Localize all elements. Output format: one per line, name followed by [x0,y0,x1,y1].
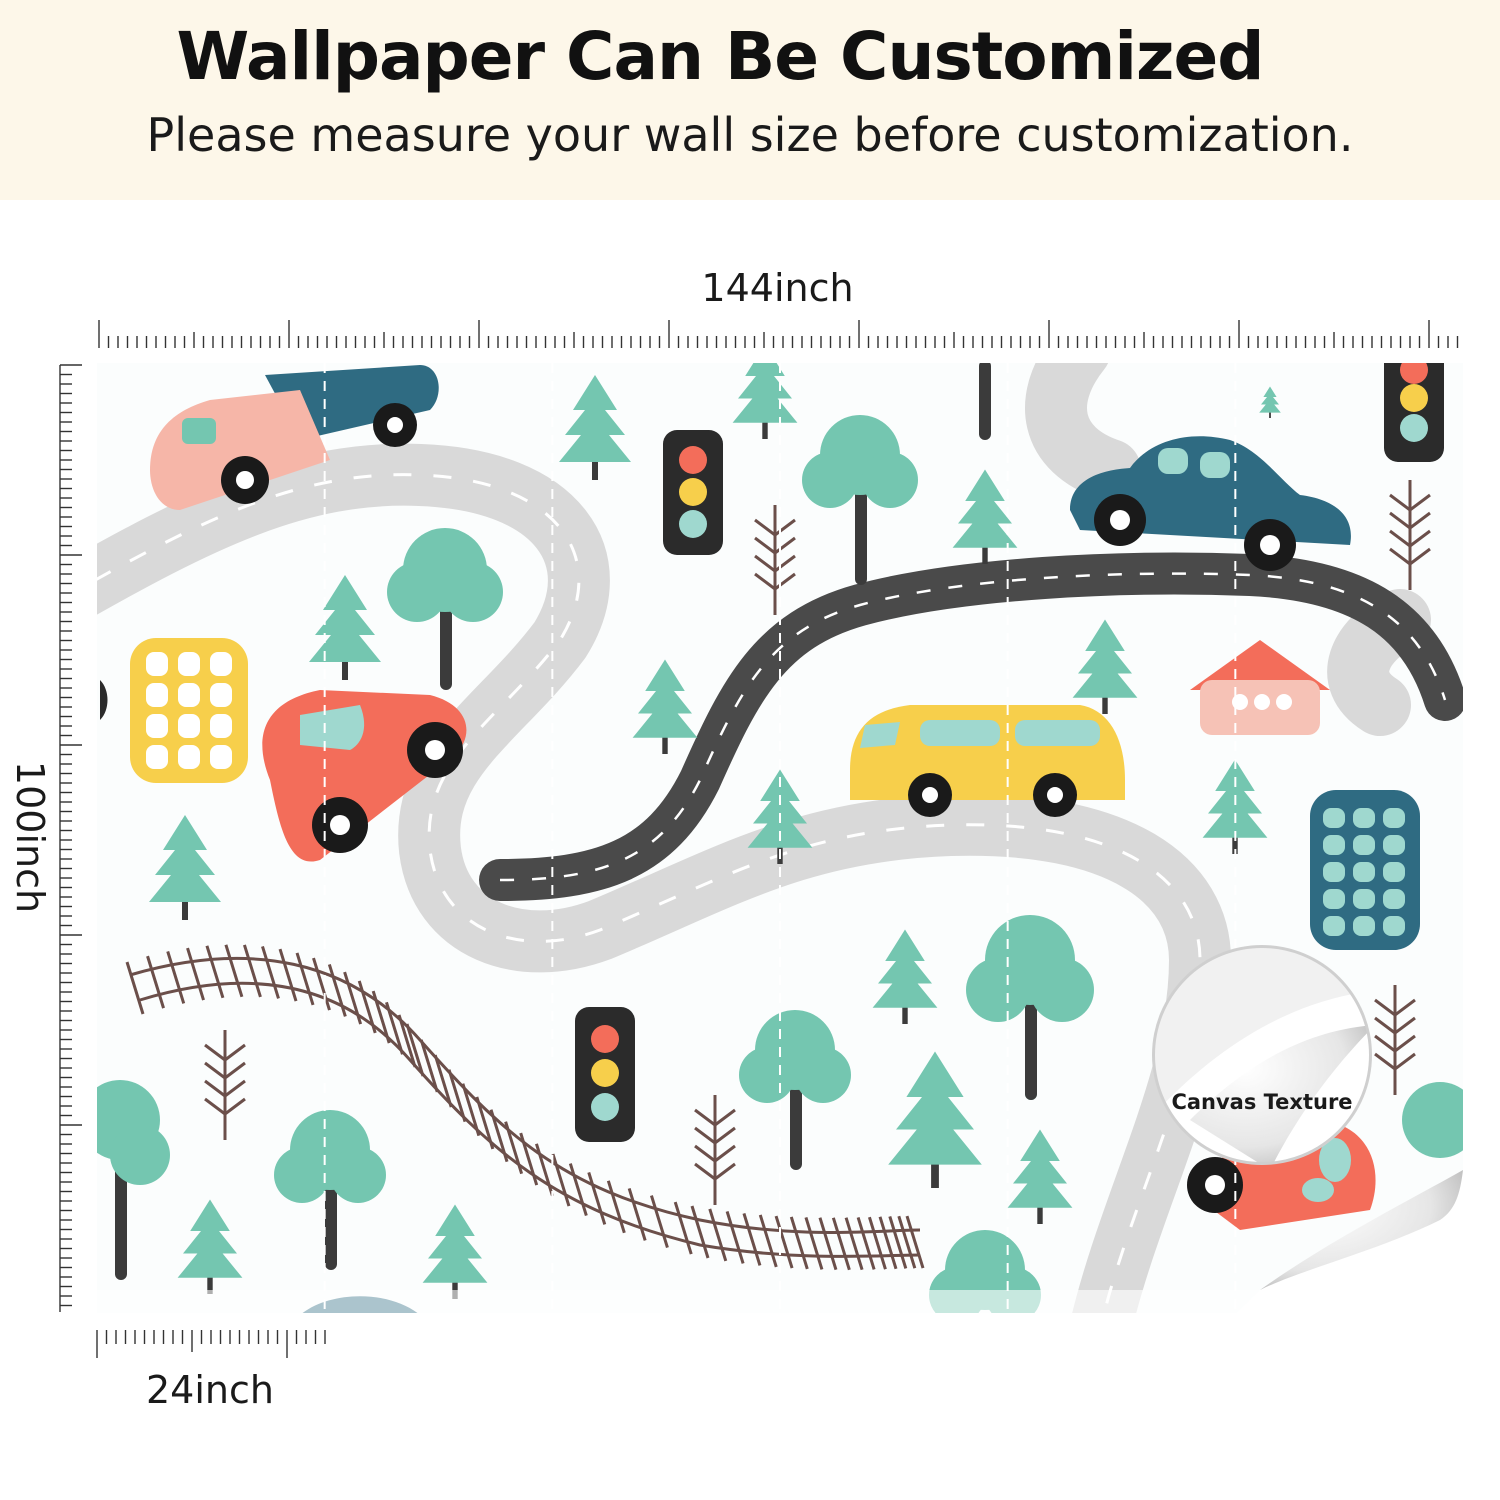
top-ruler [98,320,1459,348]
page-title: Wallpaper Can Be Customized [176,18,1265,95]
pine-tree-icon [632,659,698,754]
peel-corner-icon [1235,1170,1463,1315]
header-banner [0,0,1500,200]
bare-trees [204,480,1431,1205]
panel-width-label: 24inch [146,1368,274,1412]
bare-tree-icon [694,1095,736,1205]
pine-tree-icon [1007,1129,1073,1224]
pine-tree-icon [422,1204,488,1299]
pine-tree-icon [952,469,1018,564]
pine-tree-icon [149,815,221,920]
panel-seams [323,363,1237,1313]
bottom-ruler [96,1330,326,1358]
dark-road-dashes [499,572,1447,882]
cars [100,365,1376,1313]
railway [125,944,925,1271]
width-dimension-label: 144inch [701,266,854,310]
mural-area [97,363,1463,1313]
bare-tree-icon [1374,985,1416,1095]
pine-tree-icon [732,363,798,439]
height-dimension-label: 100inch [8,760,52,914]
pine-trees [149,363,1281,1299]
page-subtitle: Please measure your wall size before cus… [146,108,1354,162]
red-car [262,690,467,862]
bare-tree-icon [204,1030,246,1140]
pine-tree-icon [177,1199,243,1294]
light-road-dashes [97,473,1202,1313]
canvas-texture-label: Canvas Texture [1171,1090,1353,1114]
yellow-bus [850,705,1125,817]
buildings [130,638,1420,950]
pink-truck [150,365,439,510]
bare-tree-icon [754,505,796,615]
left-ruler [59,364,82,1312]
pine-tree-icon [309,575,381,680]
traffic-lights [575,363,1444,1142]
pine-tree-icon [1072,619,1138,714]
pine-tree-icon [1259,386,1281,418]
pine-tree-icon [872,929,938,1024]
pine-tree-icon [888,1051,982,1188]
canvas-texture-badge [1152,945,1372,1165]
bare-tree-icon [1389,480,1431,590]
pine-tree-icon [559,375,631,480]
blue-car [1070,436,1351,571]
